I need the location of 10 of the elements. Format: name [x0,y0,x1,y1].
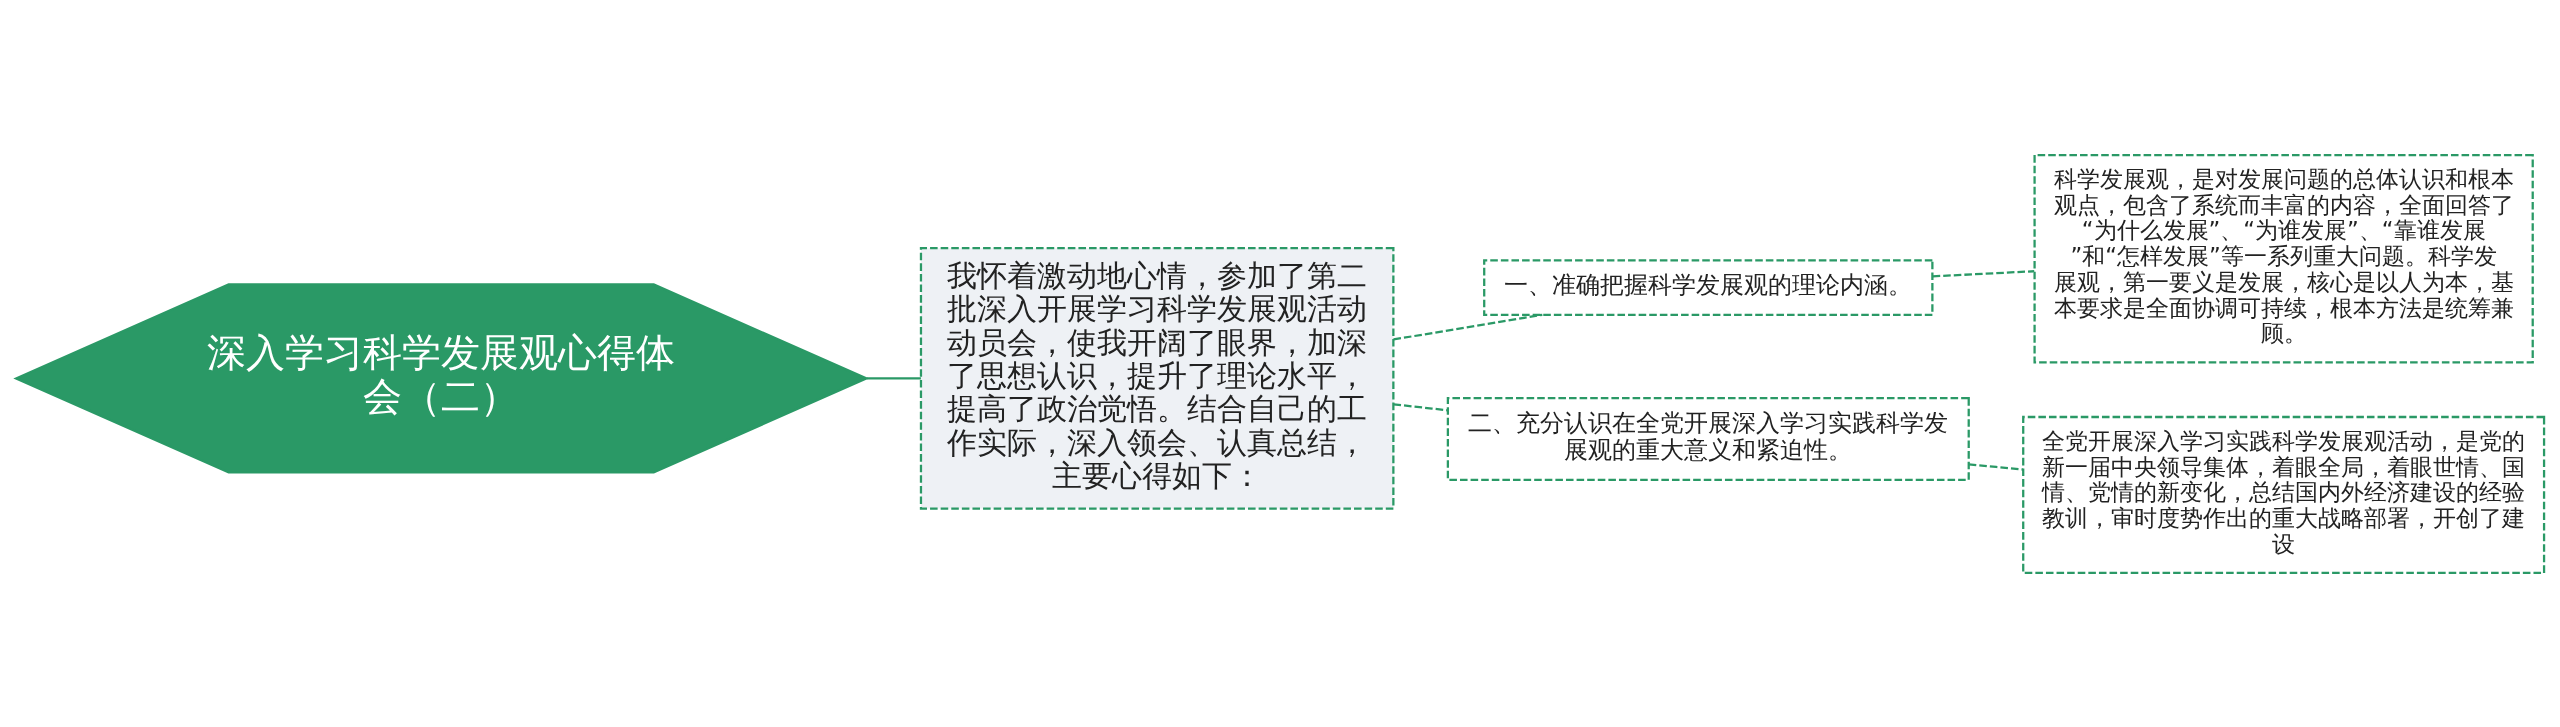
connector [866,376,921,379]
node-box: 我怀着激动地心情，参加了第二批深入开展学习科学发展观活动动员会，使我开阔了眼界，加深了思想认识，提升了理论水平，提高了政治觉悟。结合自己的工作实际，深入领会、认真总结，主要心得如下： [919,246,1395,510]
connector [1932,269,2035,277]
node-box: 全党开展深入学习实践科学发展观活动，是党的新一届中央领导集体，着眼全局，着眼世情、国情、党情的新变化，总结国内外经济建设的经验教训，审时度势作出的重大战略部署，开创了建设 [2022,415,2546,574]
connector [1968,462,2024,471]
node-box: 科学发展观，是对发展问题的总体认识和根本观点，包含了系统而丰富的内容，全面回答了“为什么发展”、“为谁发展”、“靠谁发展”和“怎样发展”等一系列重大问题。科学发展观，第一要义是发展，核心是以人为本，基本要求是全面协调可持续，根本方法是统筹兼顾。 [2033,153,2534,364]
node-box: 一、准确把握科学发展观的理论内涵。 [1483,258,1934,316]
connector [1393,313,1543,341]
node-box: 二、充分认识在全党开展深入学习实践科学发展观的重大意义和紧迫性。 [1446,396,1970,481]
connector [1393,402,1448,411]
